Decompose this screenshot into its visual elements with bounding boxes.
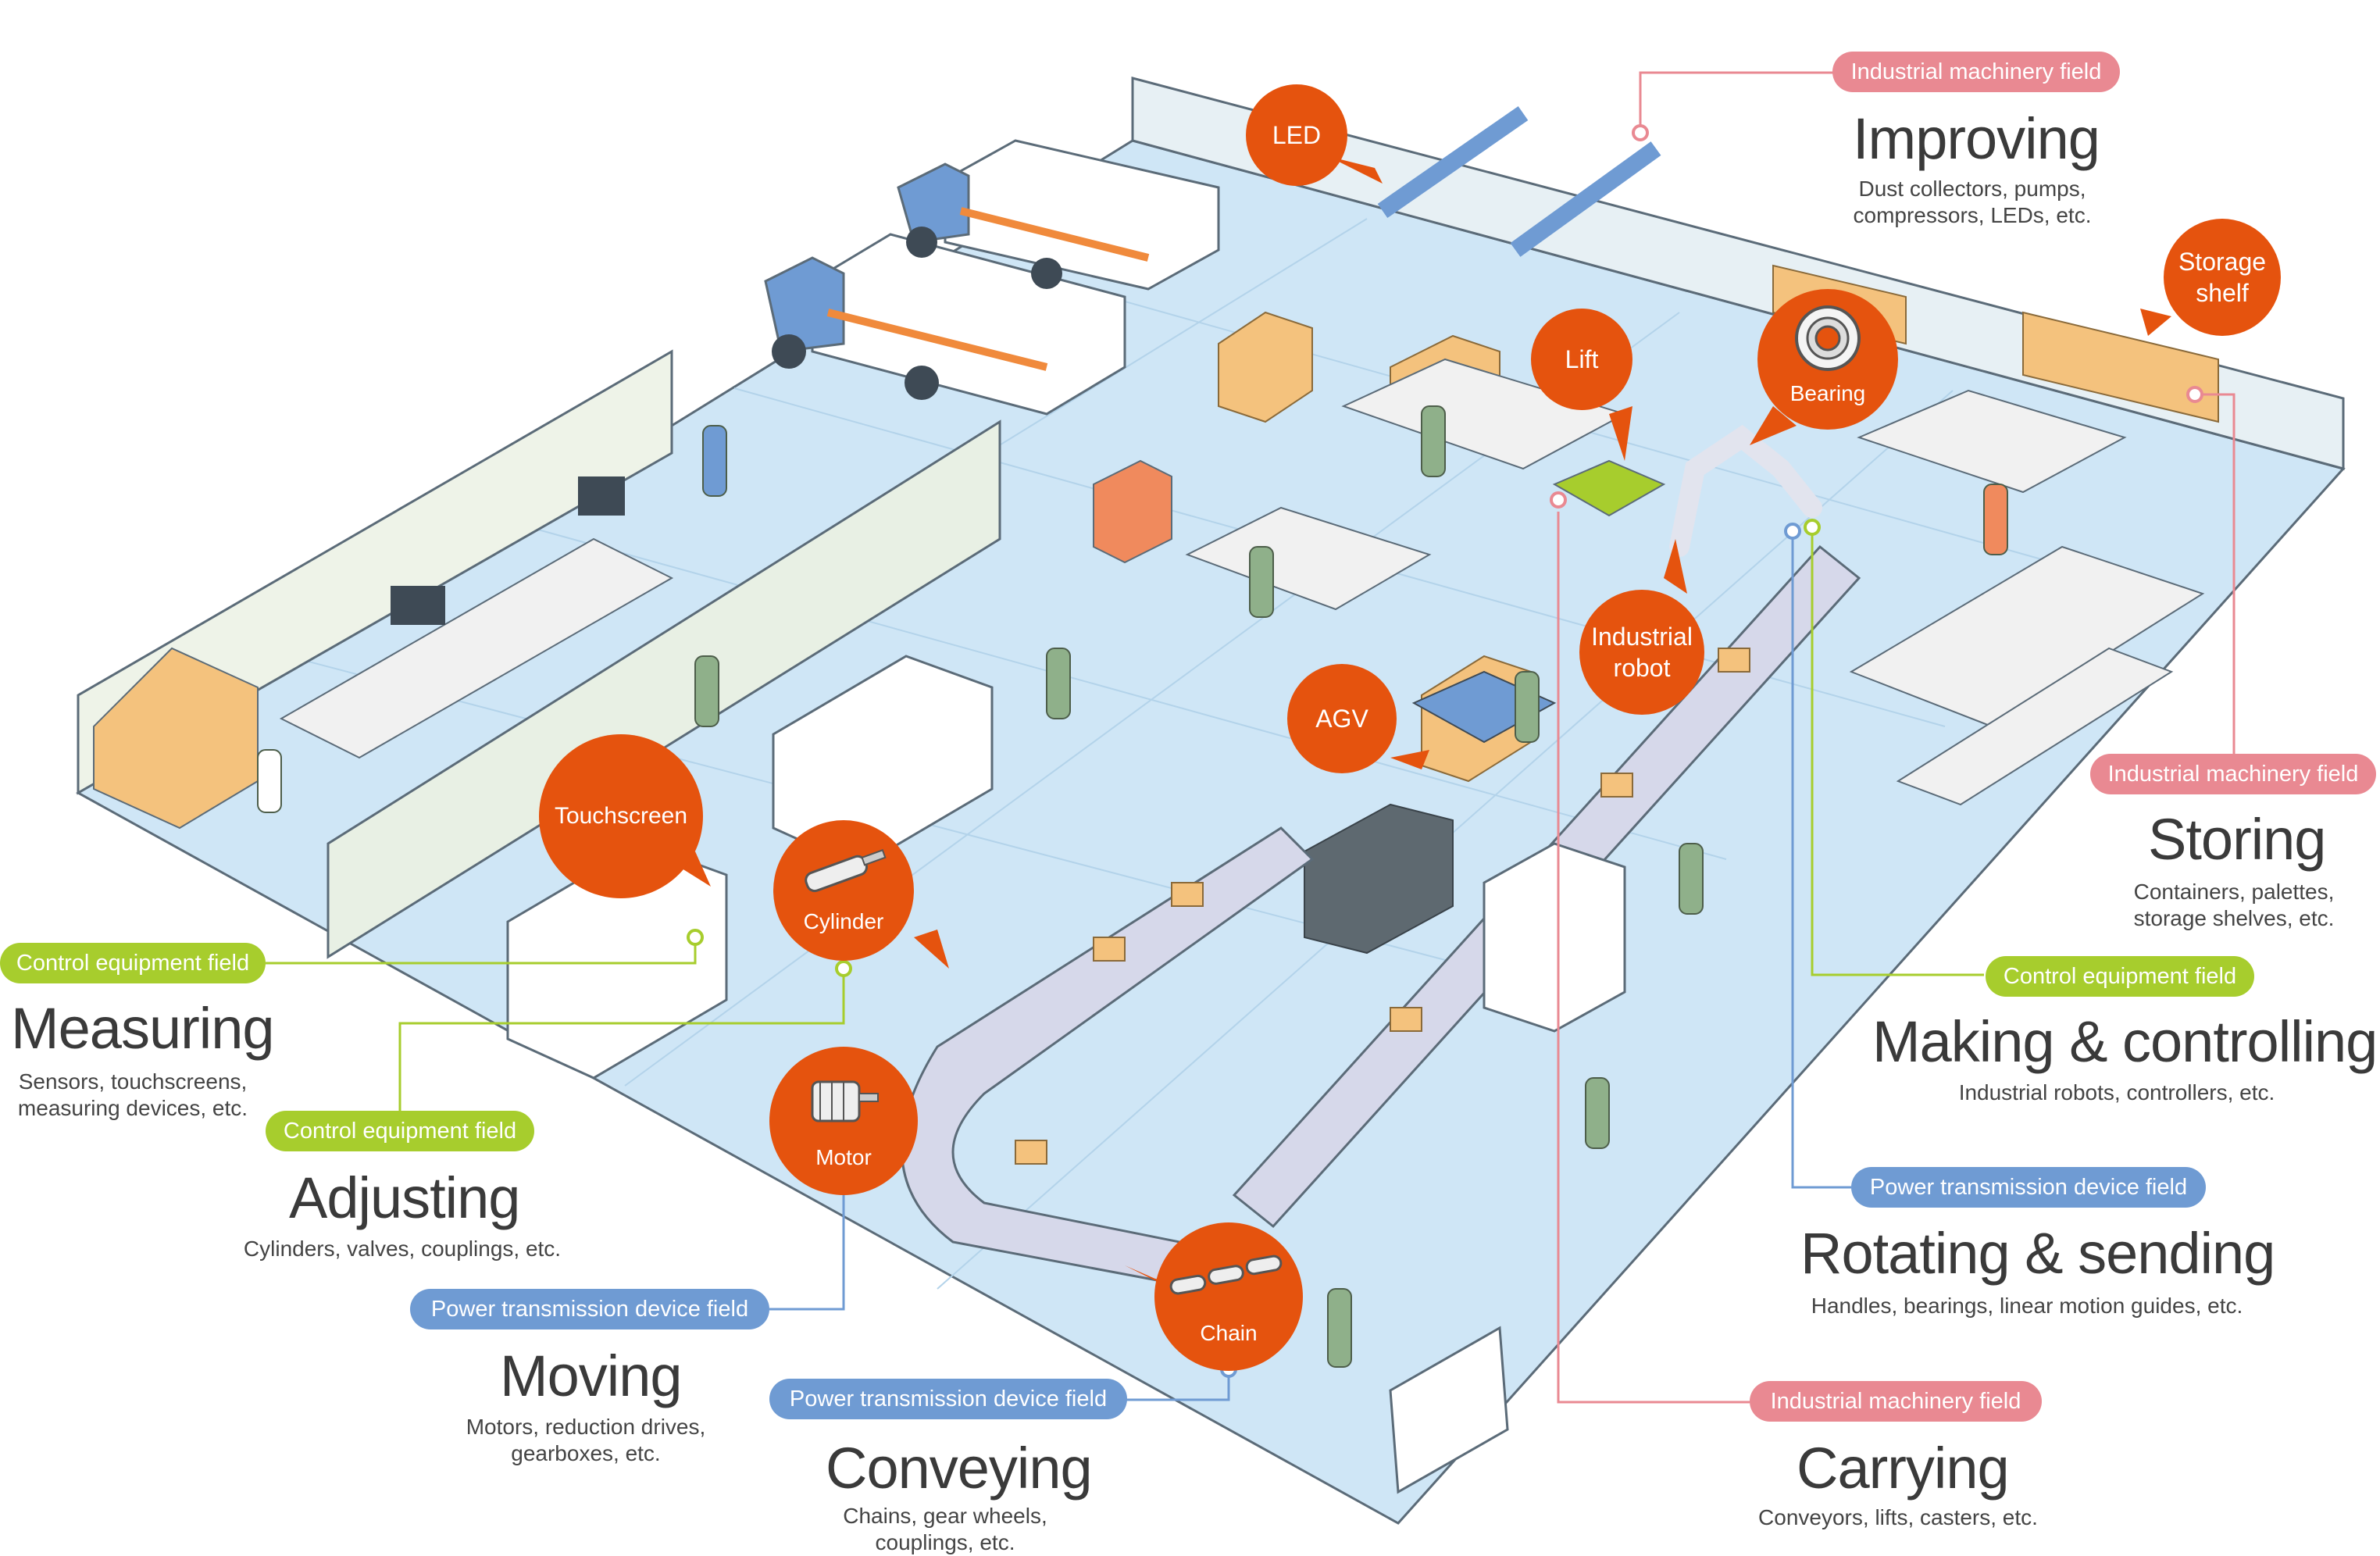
workers xyxy=(257,405,2008,1368)
server-racks xyxy=(1304,803,1454,955)
industrial-robot-arm xyxy=(1669,424,1822,557)
office-monitor xyxy=(391,586,445,625)
led-bar-1 xyxy=(1377,105,1529,219)
led-bar-2 xyxy=(1510,141,1661,257)
work-tables xyxy=(1185,358,2205,806)
lift-platform xyxy=(1552,459,1666,517)
forklift xyxy=(1093,459,1172,564)
office-desk xyxy=(279,537,674,759)
leader-lines xyxy=(266,71,2235,1404)
machines xyxy=(506,655,1626,1494)
truck-2 xyxy=(897,139,1220,291)
office-partition xyxy=(326,419,1001,959)
office-monitor-2 xyxy=(578,476,625,516)
